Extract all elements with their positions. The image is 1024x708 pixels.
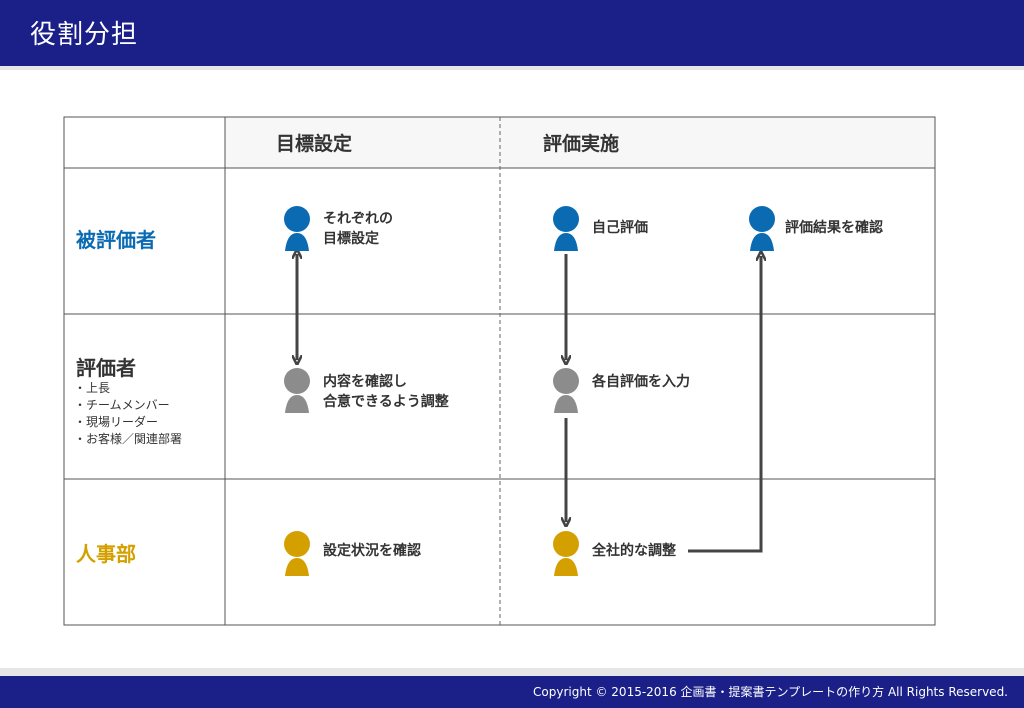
page-title: 役割分担 bbox=[30, 20, 139, 50]
person-blue-icon bbox=[553, 206, 579, 251]
node-check-results: 評価結果を確認 bbox=[785, 220, 883, 236]
person-gray-icon bbox=[553, 368, 579, 413]
person-yellow-icon bbox=[553, 531, 579, 576]
person-yellow-icon bbox=[284, 531, 310, 576]
list-item: ・上長 bbox=[74, 381, 111, 395]
list-item: ・お客様／関連部署 bbox=[74, 432, 183, 446]
node-enter-evaluation: 各自評価を入力 bbox=[592, 374, 690, 390]
column-header-evaluation: 評価実施 bbox=[543, 133, 620, 155]
row-label-hr: 人事部 bbox=[76, 542, 136, 566]
node-evaluatee-goal: それぞれの 目標設定 bbox=[323, 211, 393, 247]
evaluator-list: ・上長 ・チームメンバー ・現場リーダー ・お客様／関連部署 bbox=[74, 380, 182, 448]
footer-bar: Copyright © 2015-2016 企画書・提案書テンプレートの作り方 … bbox=[0, 676, 1024, 708]
copyright-text: Copyright © 2015-2016 企画書・提案書テンプレートの作り方 … bbox=[533, 685, 1008, 699]
column-header-goal-setting: 目標設定 bbox=[276, 133, 353, 155]
node-hr-check-status: 設定状況を確認 bbox=[323, 543, 421, 559]
person-blue-icon bbox=[284, 206, 310, 251]
arrow-adjust-to-result bbox=[688, 256, 761, 553]
header-bar: 役割分担 bbox=[0, 0, 1024, 66]
header-divider bbox=[0, 66, 1024, 70]
person-blue-icon bbox=[749, 206, 775, 251]
node-self-evaluation: 自己評価 bbox=[592, 220, 648, 236]
list-item: ・チームメンバー bbox=[74, 398, 170, 412]
node-company-adjustment: 全社的な調整 bbox=[592, 543, 676, 559]
footer-divider bbox=[0, 668, 1024, 676]
row-label-evaluator: 評価者 bbox=[76, 356, 136, 380]
node-evaluator-goal: 内容を確認し 合意できるよう調整 bbox=[323, 374, 449, 410]
person-gray-icon bbox=[284, 368, 310, 413]
list-item: ・現場リーダー bbox=[74, 415, 159, 429]
row-label-evaluatee: 被評価者 bbox=[76, 228, 156, 252]
table-header-bg bbox=[225, 117, 935, 168]
